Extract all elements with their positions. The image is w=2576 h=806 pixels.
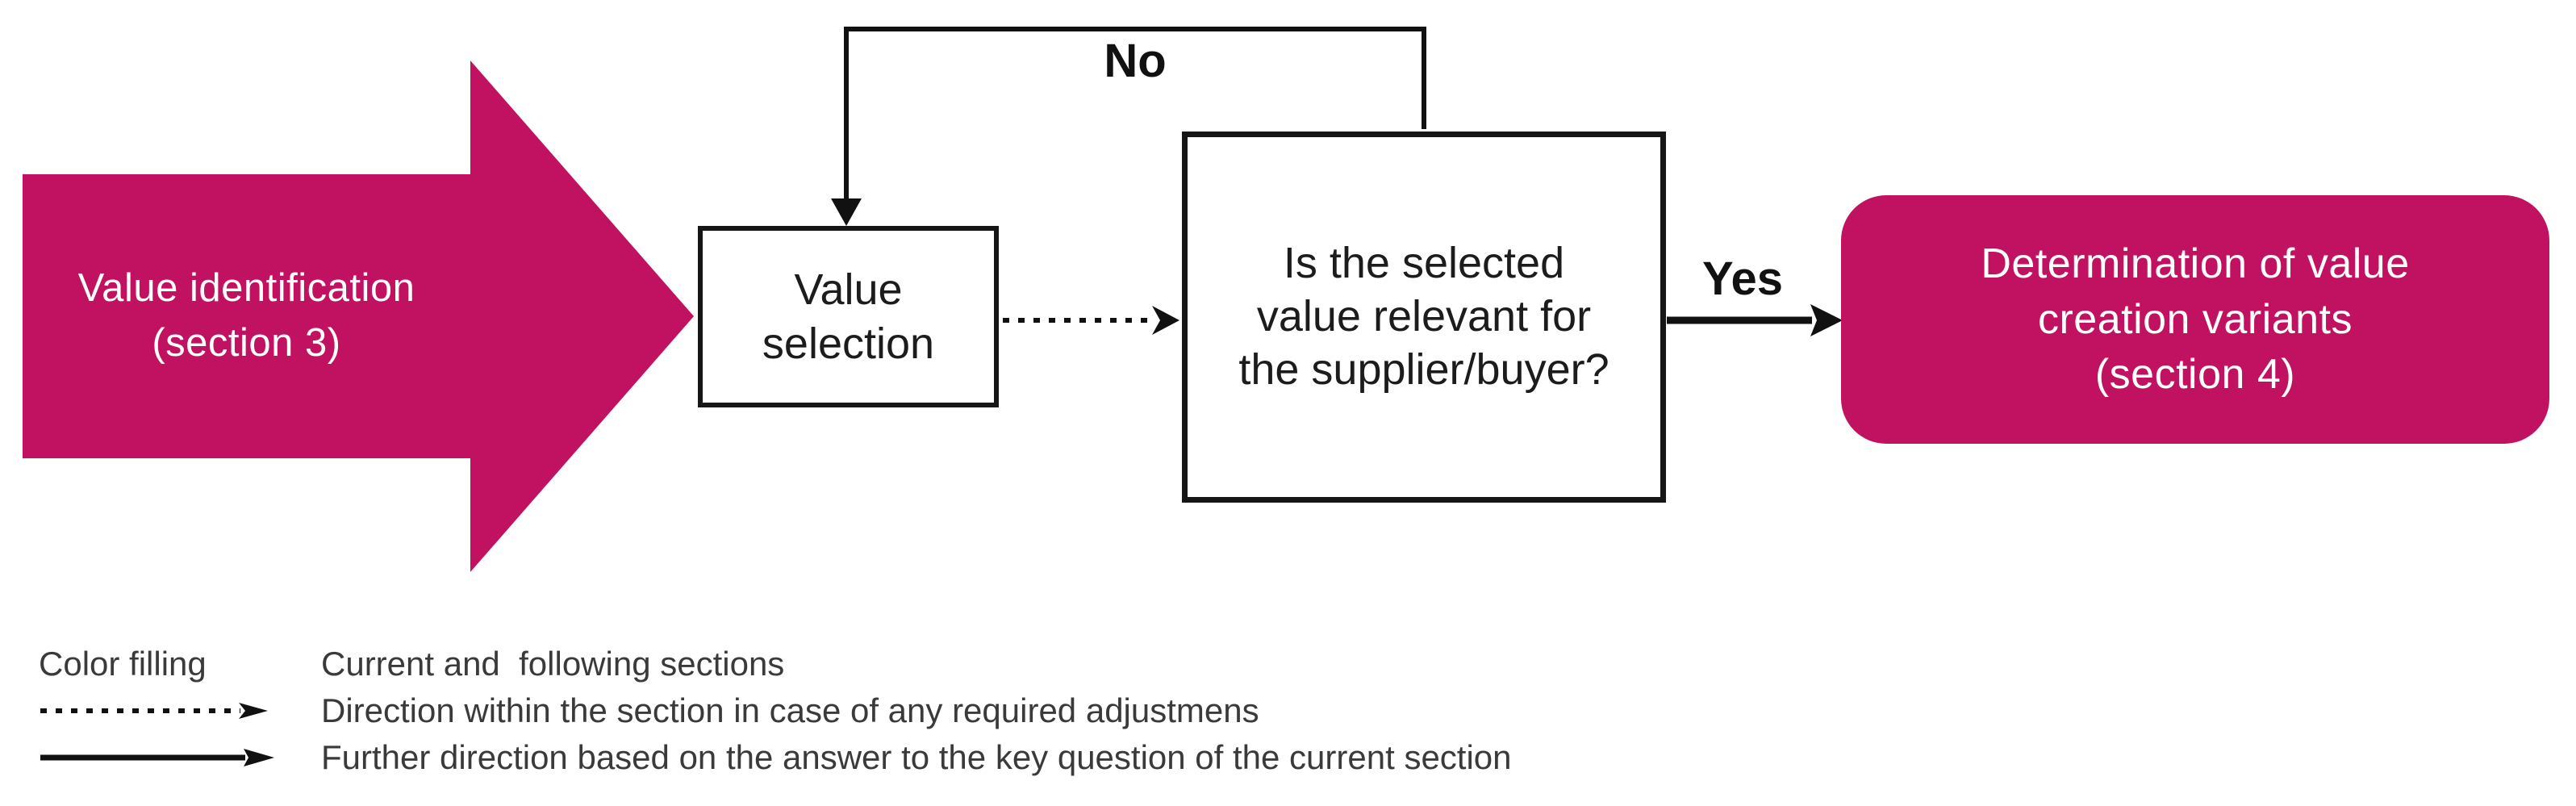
legend-key-solid-arrow [39, 748, 321, 767]
no-loop-arrowhead-icon [831, 198, 862, 226]
legend-desc-solid-arrow: Further direction based on the answer to… [321, 738, 1512, 776]
question-line2: value relevant for [1256, 292, 1592, 341]
question-line1: Is the selected [1283, 239, 1565, 288]
result-line1: Determination of value [1981, 240, 2410, 288]
legend-key-dotted-arrow [39, 701, 321, 720]
value-selection-line1: Value [794, 265, 903, 314]
value-selection-box: Value selection [698, 226, 999, 407]
legend-row-solid-arrow: Further direction based on the answer to… [39, 734, 1512, 781]
legend-row-color-filling: Color filling Current and following sect… [39, 641, 1512, 687]
result-line2: creation variants [2037, 295, 2353, 343]
legend-desc-color-filling: Current and following sections [321, 645, 785, 683]
question-line3: the supplier/buyer? [1238, 345, 1609, 394]
result-line3: (section 4) [2094, 351, 2296, 399]
legend-key-color-filling: Color filling [39, 645, 207, 683]
legend-desc-dotted-arrow: Direction within the section in case of … [321, 691, 1259, 729]
value-identification-block-arrow [23, 61, 694, 572]
yes-connector-arrowhead-icon [1810, 304, 1843, 336]
no-loop-connector [844, 27, 1426, 200]
key-question-box: Is the selected value relevant for the s… [1182, 132, 1666, 503]
dotted-connector-arrowhead-icon [1152, 306, 1179, 335]
legend: Color filling Current and following sect… [39, 641, 1512, 781]
dotted-arrow-icon [40, 703, 268, 719]
value-identification-label: Value identification (section 3) [23, 174, 470, 458]
value-selection-line2: selection [762, 319, 935, 368]
yes-branch-label: Yes [1702, 253, 1783, 305]
solid-arrow-icon [40, 749, 274, 766]
value-identification-line1: Value identification [77, 266, 415, 311]
determination-result-box: Determination of value creation variants… [1841, 195, 2549, 444]
no-branch-label: No [1104, 35, 1167, 87]
legend-row-dotted-arrow: Direction within the section in case of … [39, 687, 1512, 734]
value-identification-line2: (section 3) [152, 321, 341, 365]
